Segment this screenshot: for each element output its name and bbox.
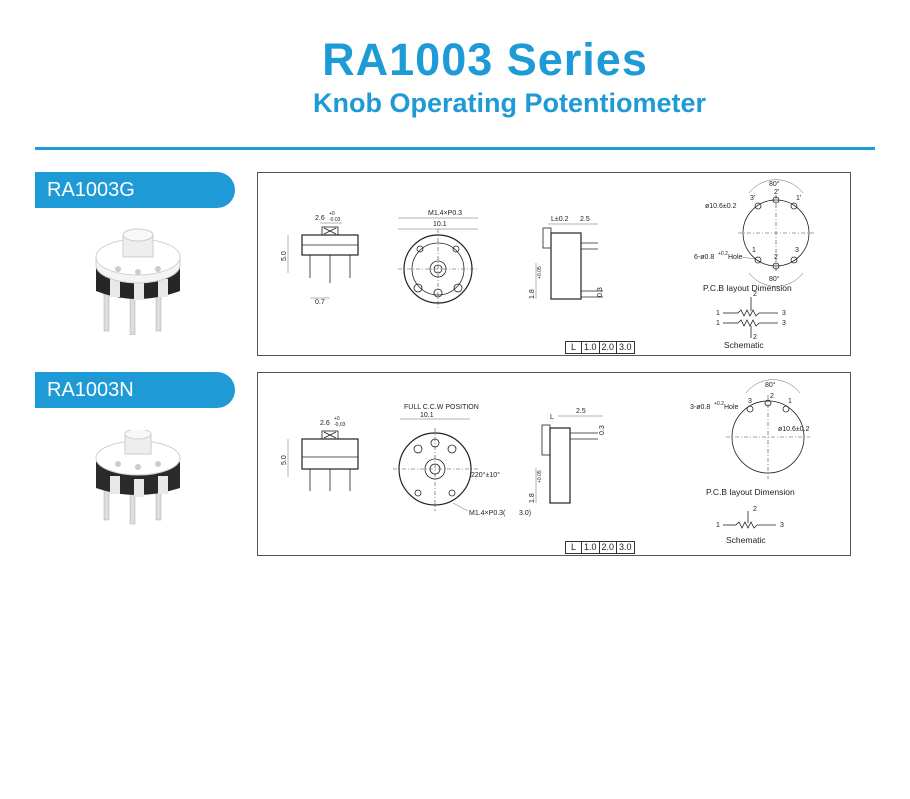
svg-text:ø10.6±0.2: ø10.6±0.2: [778, 426, 810, 433]
pcb-pin-1: 1: [752, 247, 756, 254]
pcb-pin-3: 3: [795, 247, 799, 254]
front-pin-pitch-label: 0.7: [315, 299, 325, 306]
svg-text:2: 2: [753, 334, 757, 341]
svg-text:Schematic: Schematic: [726, 535, 766, 545]
technical-drawing-ra1003g: 2.6 +0 -0.03 5.0 0.7 M1.4×P0.3 10.1: [257, 172, 851, 356]
front-top-tol-down: -0.03: [329, 217, 341, 223]
svg-text:5.0: 5.0: [281, 455, 288, 465]
potentiometer-vertical-photo: [95, 228, 181, 335]
svg-text:0.3: 0.3: [599, 425, 606, 435]
schematic-caption: Schematic: [724, 340, 764, 350]
svg-text:2: 2: [753, 291, 757, 298]
svg-text:2: 2: [753, 506, 757, 513]
top-view: FULL C.C.W POSITION 10.1 220°±10° M1.4×P…: [393, 404, 531, 517]
model-tab-ra1003n: RA1003N: [35, 372, 235, 408]
svg-text:P.C.B layout Dimension: P.C.B layout Dimension: [706, 487, 795, 497]
pcb-pin-3prime: 3': [750, 195, 755, 202]
side-thickness-label: 0.3: [597, 287, 604, 297]
svg-text:1: 1: [716, 320, 720, 327]
svg-text:1.8: 1.8: [529, 493, 536, 503]
front-height-label: 5.0: [281, 251, 288, 261]
pcb-circle-label: ø10.6±0.2: [705, 203, 737, 210]
front-view: 2.6 +0 -0.03 5.0: [281, 416, 359, 491]
svg-text:-0.03: -0.03: [334, 422, 346, 428]
model-tab-ra1003g: RA1003G: [35, 172, 235, 208]
svg-text:L: L: [550, 414, 554, 421]
page-subtitle: Knob Operating Potentiometer: [313, 88, 707, 118]
top-thread-label: M1.4×P0.3: [428, 210, 462, 217]
pcb-angle-top: 80°: [769, 180, 780, 188]
side-height-tol: +0.05: [537, 266, 543, 279]
side-height-label: 1.8: [529, 289, 536, 299]
top-view: M1.4×P0.3 10.1: [398, 210, 478, 309]
svg-text:3: 3: [782, 310, 786, 317]
side-L-label: L±0.2: [551, 216, 569, 223]
svg-text:+0.05: +0.05: [537, 470, 543, 483]
svg-text:3.0): 3.0): [519, 510, 531, 517]
front-top-dim-label: 2.6: [315, 215, 325, 222]
svg-text:3: 3: [782, 320, 786, 327]
l-table: L 1.0 2.0 3.0: [565, 341, 635, 354]
technical-drawing-ra1003n: 2.6 +0 -0.03 5.0 FULL C.C.W POSITION 10.…: [257, 372, 851, 556]
pcb-pin-2: 2: [774, 254, 778, 261]
potentiometer-horizontal-photo: [95, 430, 181, 525]
front-top-tol-up: +0: [329, 211, 335, 217]
front-view: 2.6 +0 -0.03 5.0 0.7: [281, 211, 359, 306]
top-caption: FULL C.C.W POSITION: [404, 404, 479, 411]
pcb-holes-tol: +0.2: [718, 251, 728, 257]
pcb-layout: 80° ø10.6±0.2 3' 2' 1' 1 2 3 6-ø0.8 +0.2…: [694, 179, 814, 293]
page-title: RA1003 Series: [322, 34, 648, 85]
schematic: 2 1 3 Schematic: [716, 506, 784, 545]
l-table: L 1.0 2.0 3.0: [565, 541, 635, 554]
svg-text:Hole: Hole: [724, 404, 739, 411]
pcb-layout: 80° 3-ø0.8 +0.2 Hole 3 2 1 ø10.6±0.2 P.C…: [690, 379, 810, 497]
svg-text:+0: +0: [334, 416, 340, 422]
svg-text:1: 1: [788, 398, 792, 405]
pcb-pin-2prime: 2': [774, 189, 779, 196]
side-view: L±0.2 2.5 1.8 +0.05 0.3: [529, 216, 604, 300]
top-thread-label: M1.4×P0.3(: [469, 510, 506, 517]
svg-text:1: 1: [716, 310, 720, 317]
schematic: 2 1 3 1 3 2 Schematic: [716, 291, 786, 350]
pcb-angle-bottom: 80°: [769, 275, 780, 283]
top-angle-label: 220°±10°: [471, 471, 500, 479]
header-divider: [35, 147, 875, 150]
pcb-pin-1prime: 1': [796, 195, 801, 202]
svg-text:+0.2: +0.2: [714, 401, 724, 407]
svg-text:3-ø0.8: 3-ø0.8: [690, 404, 710, 411]
side-width-label: 2.5: [580, 216, 590, 223]
pcb-holes-label: 6-ø0.8: [694, 254, 714, 261]
svg-text:1: 1: [716, 522, 720, 529]
pcb-caption: P.C.B layout Dimension: [703, 283, 792, 293]
svg-text:2: 2: [770, 393, 774, 400]
side-view: L 2.5 0.3 1.8 +0.05: [529, 408, 606, 504]
front-top-dim-label: 2.6: [320, 420, 330, 427]
top-width-label: 10.1: [433, 221, 447, 228]
svg-text:2.5: 2.5: [576, 408, 586, 415]
svg-text:80°: 80°: [765, 381, 776, 389]
svg-text:10.1: 10.1: [420, 412, 434, 419]
svg-text:3: 3: [748, 398, 752, 405]
pcb-hole-suffix: Hole: [728, 254, 743, 261]
svg-text:3: 3: [780, 522, 784, 529]
